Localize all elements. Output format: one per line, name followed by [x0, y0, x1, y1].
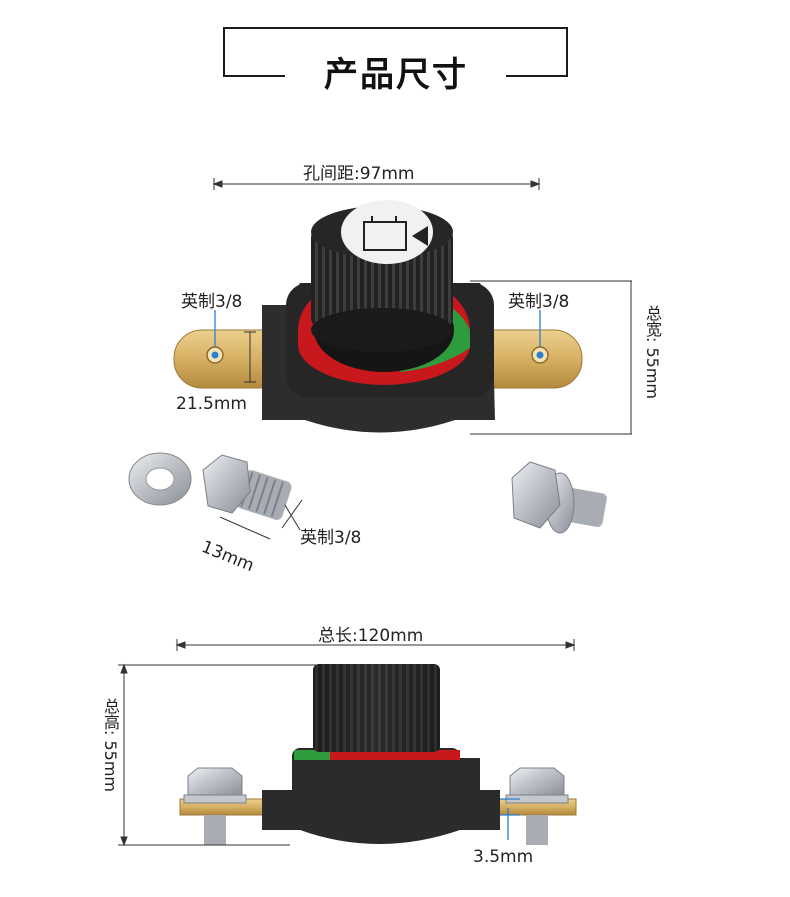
label-total-width: 总宽: 55mm: [643, 305, 662, 400]
label-hole-spacing: 孔间距:97mm: [303, 164, 415, 184]
dim-bolt: [219, 499, 303, 540]
title-underline-right: [506, 75, 568, 77]
side-view-switch: [179, 664, 577, 845]
battery-icon: [363, 216, 428, 251]
dim-total-width: [470, 280, 632, 435]
title-underline-left: [223, 75, 285, 77]
label-plate-thickness: 3.5mm: [473, 847, 534, 867]
bolt-left: [202, 454, 292, 520]
washer: [128, 452, 192, 506]
label-thread-left: 英制3/8: [181, 292, 243, 312]
top-view-switch: [173, 200, 583, 433]
label-thread-right: 英制3/8: [508, 292, 570, 312]
label-total-length: 总长:120mm: [318, 626, 424, 646]
label-total-height: 总高: 55mm: [101, 698, 120, 793]
dim-total-height: [118, 663, 318, 847]
dim-terminal-width: [244, 331, 256, 383]
label-bolt-thread: 英制3/8: [300, 528, 362, 548]
dim-plate-thickness: [500, 798, 520, 840]
dim-total-length: [175, 639, 576, 651]
title-frame: [223, 27, 568, 77]
label-terminal-width: 21.5mm: [176, 394, 247, 414]
dim-hole-spacing: [212, 178, 541, 190]
bolt-right: [511, 461, 607, 534]
page-title: 产品尺寸: [290, 50, 502, 100]
